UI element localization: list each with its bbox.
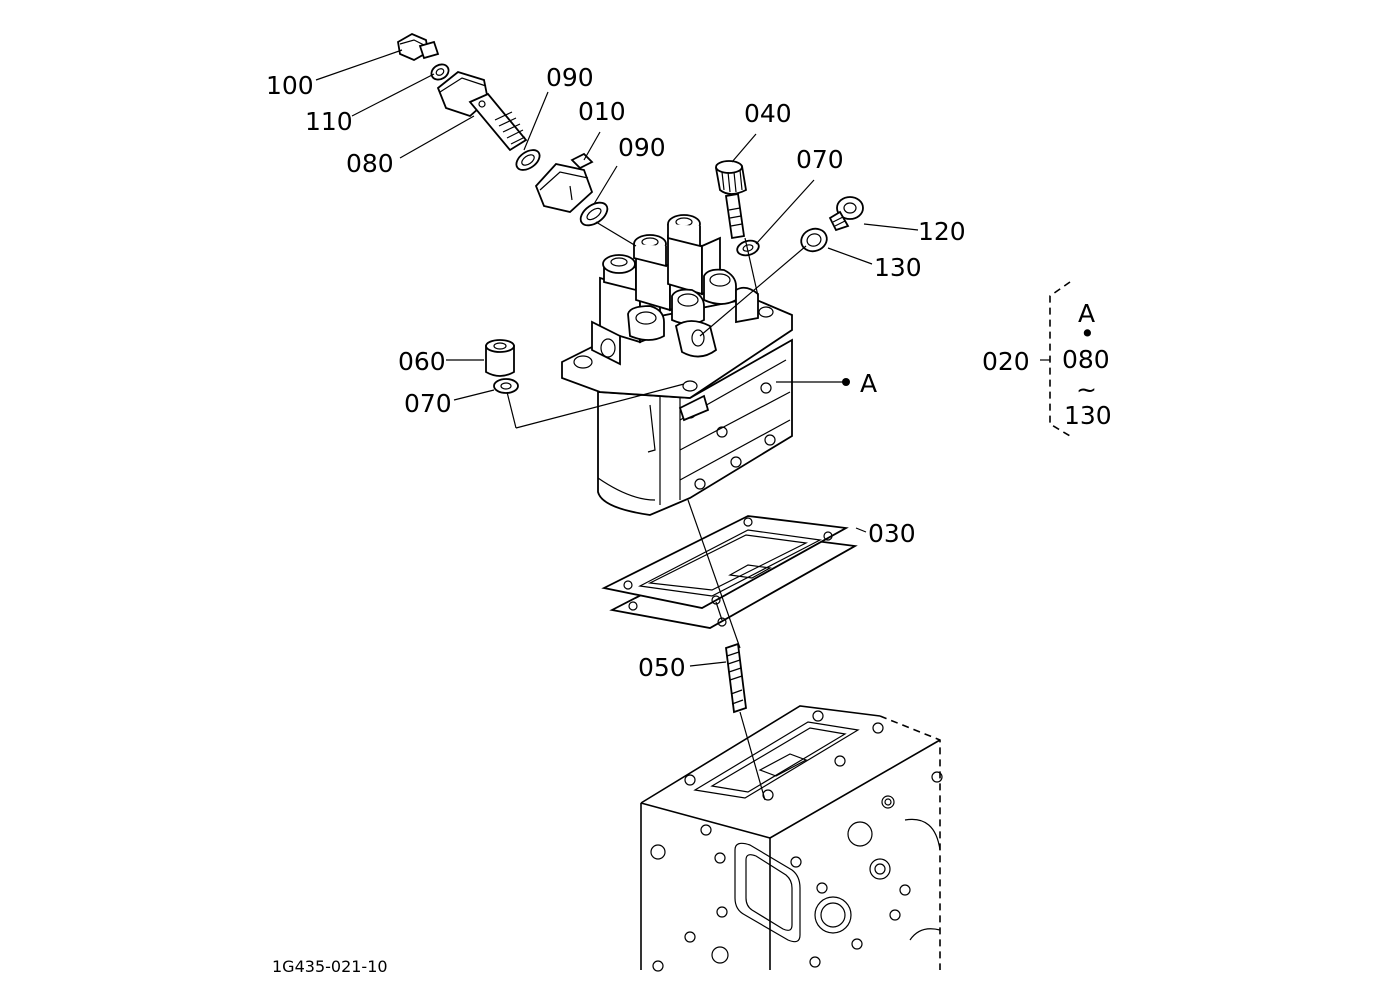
callout-080: 080 — [346, 149, 394, 178]
delivery-valve-holders — [599, 214, 721, 344]
callout-100: 100 — [266, 71, 314, 100]
callout-090-upper: 090 — [546, 63, 594, 92]
callout-070-upper: 070 — [796, 145, 844, 174]
drawing-code: 1G435-021-10 — [272, 957, 388, 976]
callout-130: 130 — [874, 253, 922, 282]
callout-040: 040 — [744, 99, 792, 128]
washer-090-lower — [579, 201, 609, 227]
washer-090-upper — [515, 149, 541, 171]
note-line-080: 080 — [1062, 345, 1110, 374]
engine-block — [640, 705, 943, 972]
callout-A: A — [860, 369, 877, 398]
gasket-030 — [601, 515, 858, 629]
pipe-joint-010 — [534, 152, 594, 213]
callout-050: 050 — [638, 653, 686, 682]
injection-pump — [561, 214, 793, 516]
note-dot: • — [1080, 319, 1095, 348]
washer-070-upper — [736, 239, 760, 257]
screw-040 — [715, 160, 747, 240]
callout-120: 120 — [918, 217, 966, 246]
note-tilde: ~ — [1076, 375, 1097, 404]
callout-labels: 100 110 080 090 010 090 040 070 120 130 … — [266, 63, 966, 682]
bolt-100 — [397, 32, 440, 62]
callout-070-lower: 070 — [404, 389, 452, 418]
callout-060: 060 — [398, 347, 446, 376]
washer-130 — [800, 227, 828, 253]
callout-110: 110 — [305, 107, 353, 136]
stud-bolt-050 — [725, 642, 766, 801]
callout-090-lower: 090 — [618, 133, 666, 162]
note-line-130: 130 — [1064, 401, 1112, 430]
plug-120 — [828, 196, 864, 232]
assembly-bracket — [1040, 281, 1071, 437]
callout-010: 010 — [578, 97, 626, 126]
washer-110 — [430, 63, 450, 81]
note-parent-020: 020 — [982, 347, 1030, 376]
collar-060 — [485, 339, 515, 377]
washer-070-lower — [493, 378, 519, 394]
banjo-bolt-080 — [436, 70, 528, 152]
assembly-note: 020 A • 080 ~ 130 — [982, 299, 1112, 430]
callout-030: 030 — [868, 519, 916, 548]
note-line-a: A — [1078, 299, 1095, 328]
leader-lines — [315, 49, 919, 667]
